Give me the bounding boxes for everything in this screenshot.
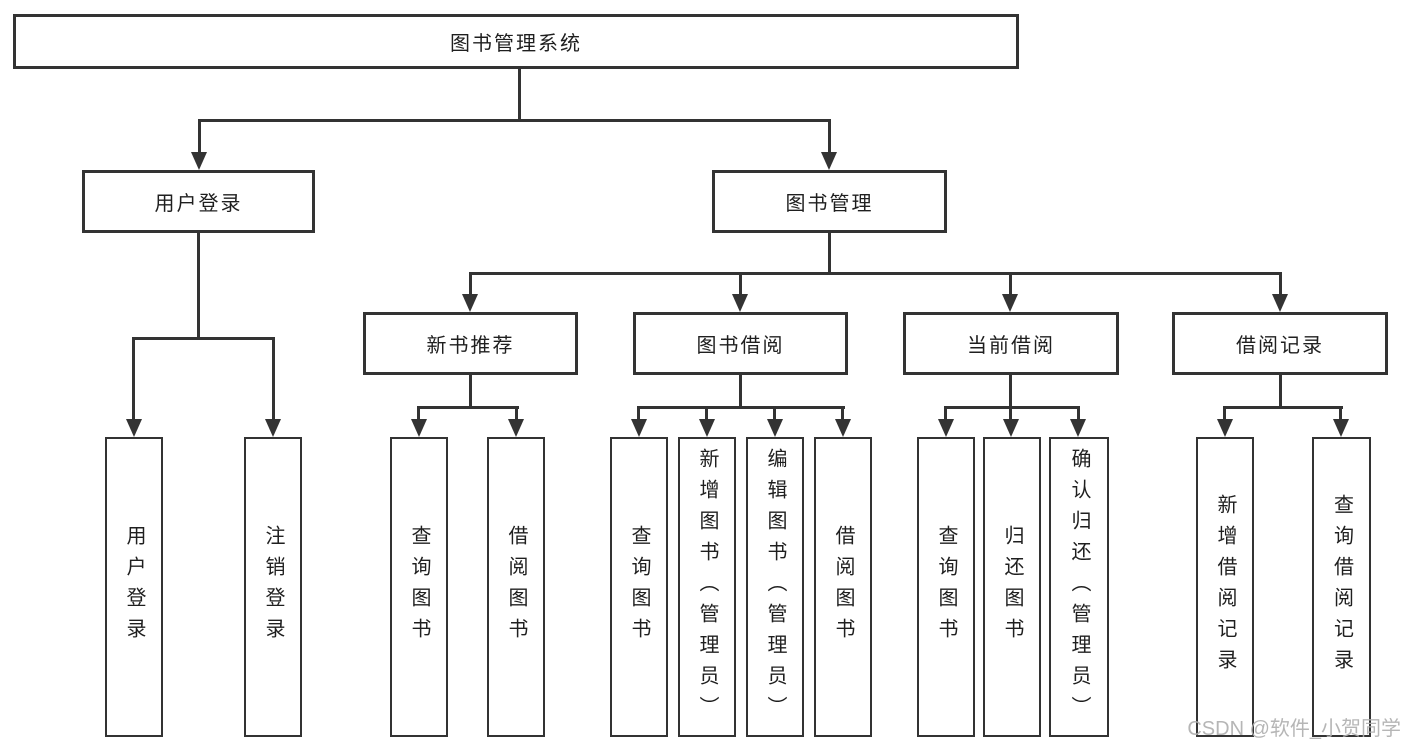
leaf-bb-borrow-books: 借阅图书 [814,437,872,737]
arrowhead-down-icon [126,419,142,437]
leaf-cb-return-books: 归还图书 [983,437,1041,737]
arrowhead-down-icon [732,294,748,312]
connector [841,406,844,421]
node-root-label: 图书管理系统 [450,33,582,55]
connector [1279,375,1282,408]
node-current-borrow-label: 当前借阅 [967,335,1055,357]
node-new-book-rec-label: 新书推荐 [426,335,515,357]
node-new-book-rec: 新书推荐 [363,312,578,375]
leaf-br-add-record: 新增借阅记录 [1196,437,1254,737]
leaf-bb-edit-book-admin: 编辑图书（管理员） [746,437,804,737]
connector [198,119,831,122]
leaf-cb-confirm-return-admin-label: 确认归还（管理员） [1068,447,1090,727]
connector [944,406,947,421]
arrowhead-down-icon [835,419,851,437]
arrowhead-down-icon [821,152,837,170]
connector [637,406,640,421]
connector [469,375,472,408]
arrowhead-down-icon [631,419,647,437]
leaf-bb-add-book-admin: 新增图书（管理员） [678,437,736,737]
node-book-mgmt-label: 图书管理 [785,193,874,215]
arrowhead-down-icon [767,419,783,437]
connector [469,272,1282,275]
leaf-bb-query-books: 查询图书 [610,437,668,737]
leaf-bb-add-book-admin-label: 新增图书（管理员） [696,447,718,727]
node-book-borrow: 图书借阅 [633,312,848,375]
connector [1009,272,1012,297]
node-current-borrow: 当前借阅 [903,312,1119,375]
connector [417,406,519,409]
arrowhead-down-icon [1003,419,1019,437]
node-root: 图书管理系统 [13,14,1019,69]
leaf-logout: 注销登录 [244,437,302,737]
connector [828,119,831,154]
arrowhead-down-icon [1272,294,1288,312]
leaf-logout-label: 注销登录 [262,525,284,649]
arrowhead-down-icon [938,419,954,437]
arrowhead-down-icon [1333,419,1349,437]
leaf-nbr-query-books-label: 查询图书 [408,525,430,649]
leaf-cb-query-books: 查询图书 [917,437,975,737]
leaf-cb-confirm-return-admin: 确认归还（管理员） [1049,437,1109,737]
node-user-login-label: 用户登录 [154,193,243,215]
leaf-user-login-label: 用户登录 [123,525,145,649]
connector [1279,272,1282,297]
leaf-user-login: 用户登录 [105,437,163,737]
connector [1009,406,1012,421]
connector [705,406,708,421]
connector [1339,406,1342,421]
leaf-cb-return-books-label: 归还图书 [1001,525,1023,649]
connector [1223,406,1226,421]
leaf-bb-query-books-label: 查询图书 [628,525,650,649]
arrowhead-down-icon [191,152,207,170]
node-book-mgmt: 图书管理 [712,170,947,233]
leaf-nbr-borrow-books: 借阅图书 [487,437,545,737]
connector [198,119,201,154]
arrowhead-down-icon [699,419,715,437]
connector [272,337,275,421]
arrowhead-down-icon [1070,419,1086,437]
connector [739,272,742,297]
connector [637,406,845,409]
leaf-nbr-query-books: 查询图书 [390,437,448,737]
connector [828,233,831,274]
node-book-borrow-label: 图书借阅 [696,335,785,357]
arrowhead-down-icon [1217,419,1233,437]
connector [132,337,275,340]
connector [1077,406,1080,421]
connector [944,406,1080,409]
leaf-bb-borrow-books-label: 借阅图书 [832,525,854,649]
leaf-cb-query-books-label: 查询图书 [935,525,957,649]
arrowhead-down-icon [411,419,427,437]
arrowhead-down-icon [1002,294,1018,312]
leaf-bb-edit-book-admin-label: 编辑图书（管理员） [764,447,786,727]
leaf-br-add-record-label: 新增借阅记录 [1214,494,1236,680]
connector [197,233,200,339]
node-borrow-records: 借阅记录 [1172,312,1388,375]
node-user-login: 用户登录 [82,170,315,233]
connector [518,68,521,121]
arrowhead-down-icon [265,419,281,437]
leaf-br-query-record: 查询借阅记录 [1312,437,1371,737]
connector [1009,375,1012,408]
watermark: CSDN @软件_小贺同学 [1187,718,1401,740]
arrowhead-down-icon [462,294,478,312]
node-borrow-records-label: 借阅记录 [1236,335,1324,357]
arrowhead-down-icon [508,419,524,437]
connector [132,337,135,421]
connector [773,406,776,421]
connector [739,375,742,408]
connector [1223,406,1343,409]
connector [515,406,518,421]
connector [469,272,472,297]
connector [417,406,420,421]
leaf-nbr-borrow-books-label: 借阅图书 [505,525,527,649]
leaf-br-query-record-label: 查询借阅记录 [1330,494,1353,680]
